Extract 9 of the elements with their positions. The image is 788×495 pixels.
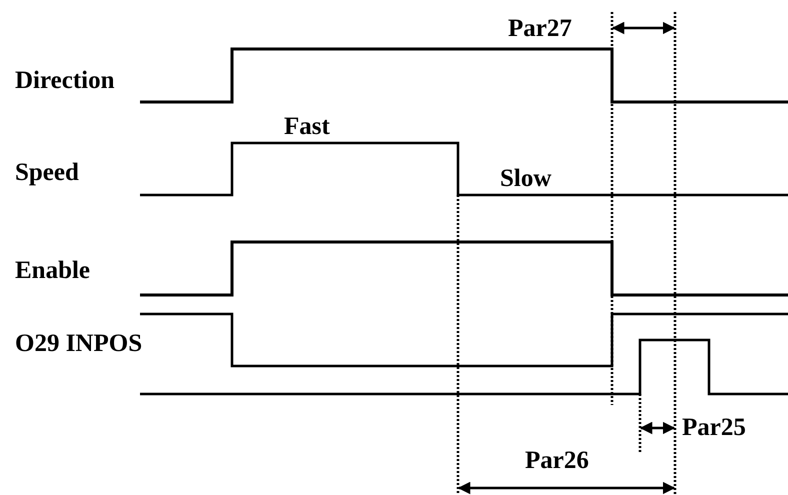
signal-label: Enable <box>15 256 90 286</box>
state-label: Fast <box>284 112 330 142</box>
signal-label: Direction <box>15 66 115 96</box>
signal-label: O29 INPOS <box>15 329 142 359</box>
state-label: Slow <box>500 164 552 194</box>
parameter-label: Par27 <box>508 14 572 44</box>
parameter-label: Par25 <box>682 413 746 443</box>
signal-label: Speed <box>15 158 79 188</box>
parameter-label: Par26 <box>525 446 589 476</box>
